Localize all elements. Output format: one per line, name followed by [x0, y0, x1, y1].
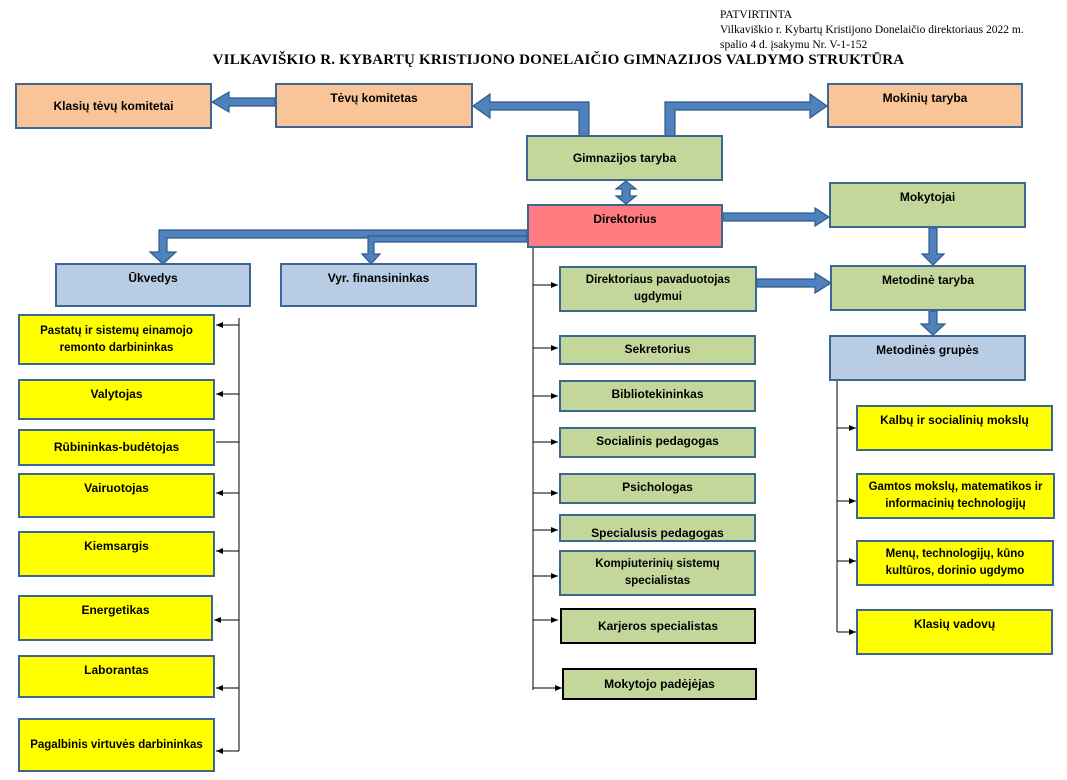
arrow-direktorius-to-finansininkas [360, 235, 528, 265]
arrow-metodine-to-grupes [919, 310, 947, 336]
staff-sekretorius: Sekretorius [559, 335, 756, 365]
staff-psichologas: Psichologas [559, 473, 756, 504]
staff-vairuotojas: Vairuotojas [18, 473, 215, 518]
arrow-taryba-to-tevu [471, 92, 590, 137]
arrow-direktorius-to-mokytojai [722, 206, 831, 228]
node-ukvedys: Ūkvedys [55, 263, 251, 307]
node-pavaduotojas: Direktoriaus pavaduotojas ugdymui [559, 266, 757, 312]
node-gimnazijos-taryba: Gimnazijos taryba [526, 135, 723, 181]
staff-specialusis-pedagogas: Specialusis pedagogas [559, 514, 756, 542]
node-direktorius: Direktorius [527, 204, 723, 248]
node-mokytojai: Mokytojai [829, 182, 1026, 228]
staff-virtuves-darbininkas: Pagalbinis virtuvės darbininkas [18, 718, 215, 772]
node-tevu-komitetas: Tėvų komitetas [275, 83, 473, 128]
group-gamtos-matematikos: Gamtos mokslų, matematikos ir informacin… [856, 473, 1055, 519]
staff-remonto-darbininkas: Pastatų ir sistemų einamojo remonto darb… [18, 314, 215, 365]
group-kalbu-socialiniu: Kalbų ir socialinių mokslų [856, 405, 1053, 451]
staff-rubininkas-budetojas: Rūbininkas-budėtojas [18, 429, 215, 466]
arrow-tevu-to-klasiu [210, 90, 276, 114]
group-menu-technologiju: Menų, technologijų, kūno kultūros, dorin… [856, 540, 1054, 586]
node-klasiu-tevu-komitetai: Klasių tėvų komitetai [15, 83, 212, 129]
group-klasiu-vadovu: Klasių vadovų [856, 609, 1053, 655]
staff-bibliotekininkas: Bibliotekininkas [559, 380, 756, 412]
approval-line-1: PATVIRTINTA [720, 9, 793, 21]
arrow-direktorius-to-ukvedys [148, 229, 528, 265]
staff-laborantas: Laborantas [18, 655, 215, 698]
node-vyr-finansininkas: Vyr. finansininkas [280, 263, 477, 307]
arrow-taryba-direktorius [614, 180, 638, 205]
arrow-mokytojai-to-metodine [920, 227, 946, 266]
staff-socialinis-pedagogas: Socialinis pedagogas [559, 427, 756, 458]
staff-kompiuteriniu-specialistas: Kompiuterinių sistemų specialistas [559, 550, 756, 596]
staff-energetikas: Energetikas [18, 595, 213, 641]
arrow-pavaduotojas-to-metodine [756, 271, 833, 295]
arrow-taryba-to-mokiniu [664, 92, 829, 137]
approval-note: PATVIRTINTA Vilkaviškio r. Kybartų Krist… [720, 8, 1060, 53]
staff-kiemsargis: Kiemsargis [18, 531, 215, 577]
node-metodines-grupes: Metodinės grupės [829, 335, 1026, 381]
staff-mokytojo-padejejas: Mokytojo padėjėjas [562, 668, 757, 700]
node-metodine-taryba: Metodinė taryba [830, 265, 1026, 311]
approval-line-3: spalio 4 d. įsakymu Nr. V-1-152 [720, 39, 868, 51]
approval-line-2: Vilkaviškio r. Kybartų Kristijono Donela… [720, 24, 1024, 36]
staff-karjeros-specialistas: Karjeros specialistas [560, 608, 756, 644]
diagram-title: VILKAVIŠKIO R. KYBARTŲ KRISTIJONO DONELA… [212, 52, 905, 68]
staff-valytojas: Valytojas [18, 379, 215, 420]
node-mokiniu-taryba: Mokinių taryba [827, 83, 1023, 128]
